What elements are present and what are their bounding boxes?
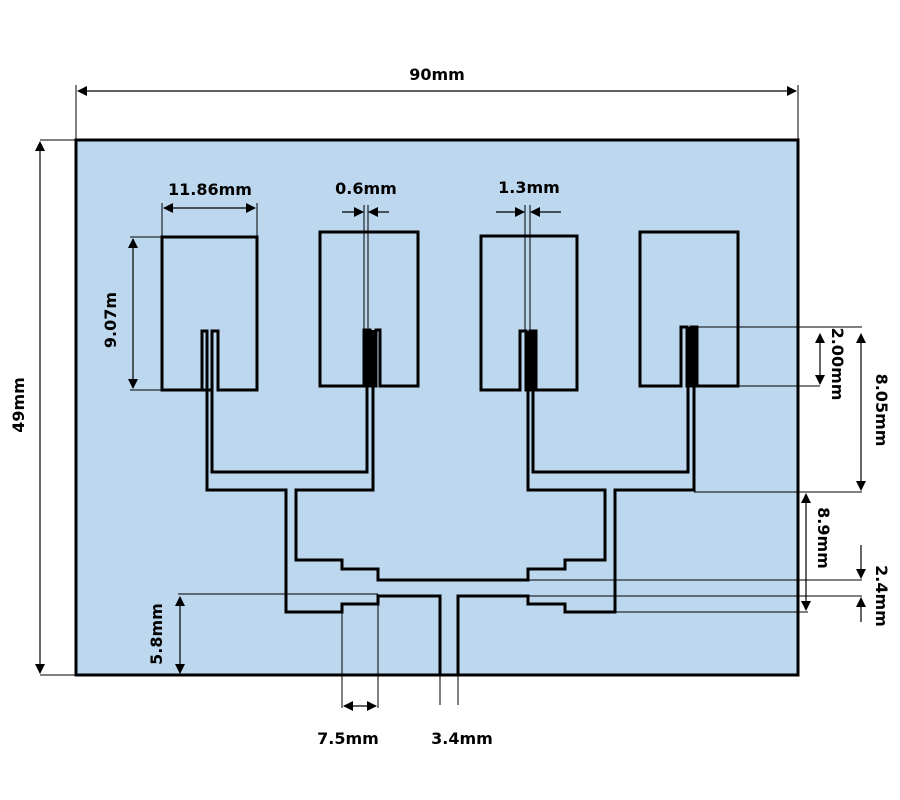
- label-transformer-length: 7.5mm: [317, 729, 379, 748]
- substrate-board: [74, 138, 800, 677]
- label-feed-width: 1.3mm: [498, 178, 560, 197]
- label-inset-depth: 2.00mm: [828, 328, 847, 401]
- feed-left-inner: [210, 330, 369, 474]
- label-feed-vertical-2: 8.9mm: [814, 507, 833, 569]
- patch-1-inset-left: [162, 329, 209, 392]
- feed-right-outer: [456, 327, 696, 675]
- label-inset-gap: 0.6mm: [335, 179, 397, 198]
- label-board-height: 49mm: [9, 377, 28, 433]
- label-patch-height: 9.07m: [101, 292, 120, 348]
- label-feed-height: 5.8mm: [147, 603, 166, 665]
- label-input-width: 3.4mm: [431, 729, 493, 748]
- label-feed-step: 2.4mm: [872, 565, 891, 627]
- feed-left-branch: [294, 330, 607, 582]
- label-board-width: 90mm: [409, 65, 465, 84]
- patch-2: [318, 230, 420, 388]
- label-patch-width: 11.86mm: [168, 180, 252, 199]
- feed-right-inner: [531, 327, 690, 474]
- patch-3: [479, 234, 579, 392]
- label-feed-vertical-1: 8.05mm: [872, 374, 891, 447]
